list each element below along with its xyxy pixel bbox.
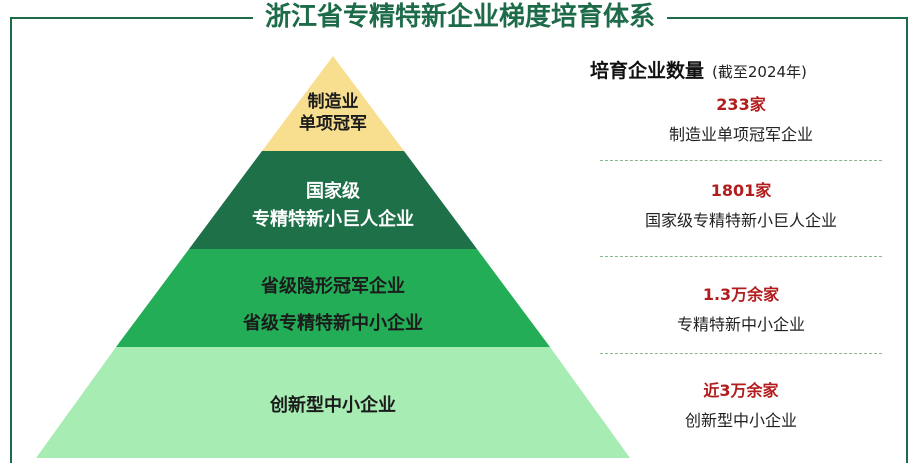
stat-label: 专精特新中小企业 <box>676 315 805 334</box>
tier-2-label: 国家级 专精特新小巨人企业 <box>213 178 453 234</box>
tier-3-label: 省级隐形冠军企业 省级专精特新中小企业 <box>183 269 483 343</box>
stats-heading: 培育企业数量 (截至2024年) <box>590 56 807 83</box>
pyramid-tier-2 <box>189 151 477 249</box>
pyramid-tier-3 <box>116 249 550 347</box>
stat-label: 创新型中小企业 <box>684 411 797 430</box>
tier-2-line-1: 国家级 <box>306 181 360 202</box>
stat-label: 制造业单项冠军企业 <box>668 125 813 144</box>
stat-item-4: 近3万余家 创新型中小企业 <box>600 380 882 432</box>
stat-divider <box>600 160 882 161</box>
tier-1-line-2: 单项冠军 <box>299 114 367 135</box>
stat-divider <box>600 256 882 257</box>
stats-heading-title: 培育企业数量 <box>590 60 705 82</box>
stat-value: 233家 <box>716 95 766 114</box>
tier-3-line-1: 省级隐形冠军企业 <box>261 276 405 297</box>
tier-3-line-2: 省级专精特新中小企业 <box>243 312 423 334</box>
tier-4-line-1: 创新型中小企业 <box>270 395 396 416</box>
stat-value: 1.3万余家 <box>702 285 780 304</box>
pyramid-tier-4 <box>36 347 630 458</box>
stat-item-3: 1.3万余家 专精特新中小企业 <box>600 284 882 336</box>
stat-value: 近3万余家 <box>703 381 779 400</box>
tier-1-line-1: 制造业 <box>307 92 359 112</box>
tier-2-line-2: 专精特新小巨人企业 <box>252 208 414 230</box>
stat-label: 国家级专精特新小巨人企业 <box>644 211 837 230</box>
stats-heading-note: (截至2024年) <box>712 63 807 81</box>
tier-1-label: 制造业 单项冠军 <box>263 91 403 135</box>
stat-value: 1801家 <box>710 181 772 200</box>
stat-item-2: 1801家 国家级专精特新小巨人企业 <box>600 180 882 232</box>
stat-item-1: 233家 制造业单项冠军企业 <box>600 94 882 146</box>
tier-4-label: 创新型中小企业 <box>183 394 483 417</box>
pyramid-tier-1 <box>262 56 404 151</box>
stat-divider <box>600 353 882 354</box>
